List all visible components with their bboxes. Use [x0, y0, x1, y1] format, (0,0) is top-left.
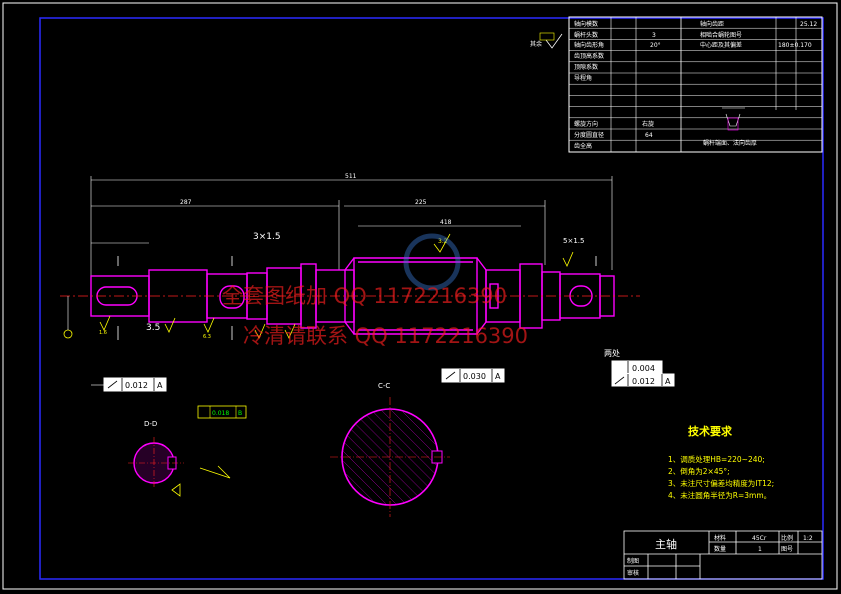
both-ends-label: 两处	[604, 348, 620, 358]
table-row-1-right: 轴向齿距	[700, 20, 724, 28]
table-row-2-label: 蜗杆头数	[574, 31, 598, 39]
section-hatch-line	[367, 415, 432, 480]
table-note: 蜗杆端面、法向齿厚	[703, 139, 757, 147]
key-sym-value: 0.018	[212, 410, 229, 417]
param-table: 轴向模数 轴向齿距 25.12 蜗杆头数 3 相啮合蜗轮图号 轴向齿形角 20°…	[568, 16, 823, 153]
left-runout-value: 0.012	[125, 381, 148, 390]
dimension-lines	[90, 176, 613, 290]
watermark-line-2: 冷清请联系 QQ 1172216390	[243, 324, 528, 348]
section-cc: C-C	[330, 382, 450, 517]
tech-req-item-2: 2、倒角为2×45°;	[668, 466, 730, 476]
table-row-3-right-value: 180±0.170	[778, 42, 812, 49]
dim-right-span: 225	[415, 199, 427, 206]
dim-step: 3.5	[146, 323, 160, 333]
table-row-8-value: 64	[645, 132, 653, 139]
qty-value: 1	[758, 546, 762, 553]
table-row-6-label: 导程角	[574, 74, 592, 82]
checked-label: 审核	[627, 569, 639, 577]
table-row-3-right: 中心距及其偏差	[700, 41, 742, 49]
datum-a-symbol	[63, 296, 73, 339]
frame-border	[39, 17, 824, 580]
section-hatch-line	[381, 410, 437, 466]
dim-overall: 511	[345, 173, 357, 180]
section-hatch-line	[361, 419, 428, 486]
tooth-profile-sketch	[722, 107, 745, 131]
roughness-63-label: 6.3	[203, 334, 211, 340]
material-label: 材料	[714, 534, 726, 542]
other-label: 其余	[530, 40, 542, 48]
table-row-9-label: 齿全高	[574, 142, 592, 150]
tech-req-item-1: 1、调质处理HB=220~240;	[668, 454, 765, 464]
section-hatch-line	[346, 473, 374, 501]
drawn-label: 制图	[627, 557, 639, 565]
tolerance-frame-right: 两处 0.004 0.012 A	[604, 348, 675, 387]
section-hatch-line	[344, 443, 404, 503]
roughness-other-mark: 其余	[530, 32, 563, 49]
title-block	[623, 530, 823, 580]
scale-value: 1:2	[803, 535, 813, 542]
dim-left-span: 287	[180, 199, 192, 206]
key-sym-datum: B	[238, 410, 242, 417]
section-markers	[117, 256, 597, 340]
table-row-5-label: 顶隙系数	[574, 63, 598, 71]
mid-runout-value: 0.030	[463, 372, 486, 381]
section-dd: D-D 0.018 B	[128, 405, 247, 497]
section-hatch-line	[390, 409, 438, 457]
tech-requirements: 技术要求 1、调质处理HB=220~240; 2、倒角为2×45°; 3、未注尺…	[668, 424, 774, 500]
mid-runout-datum: A	[495, 372, 501, 381]
table-row-1-label: 轴向模数	[574, 20, 598, 28]
roughness-32-label: 3.2	[438, 238, 448, 245]
table-row-1-right-value: 25.12	[800, 21, 817, 28]
right-cyl-value: 0.004	[632, 364, 655, 373]
tolerance-frame-middle: 0.030 A	[441, 368, 505, 383]
scale-label: 比例	[781, 534, 793, 542]
table-row-7-label: 螺旋方向	[574, 120, 598, 128]
table-row-7-value: 右旋	[642, 120, 654, 128]
table-row-3-value: 20°	[650, 42, 661, 49]
material-value: 45Cr	[752, 535, 767, 542]
dim-chamfer-2: 5×1.5	[563, 237, 584, 245]
tech-req-item-3: 3、未注尺寸偏差均精度为IT12;	[668, 478, 774, 488]
tech-req-item-4: 4、未注圆角半径为R=3mm。	[668, 490, 771, 500]
left-runout-datum: A	[157, 381, 163, 390]
table-row-2-right: 相啮合蜗轮图号	[700, 31, 742, 39]
section-hatch-line	[347, 435, 412, 500]
right-runout-value: 0.012	[632, 377, 655, 386]
dim-chamfer-1: 3×1.5	[253, 232, 281, 242]
dim-middle: 418	[440, 219, 452, 226]
section-dd-label: D-D	[144, 420, 157, 428]
section-hatch-line	[355, 424, 423, 492]
watermark-line-1: 全套图纸加 QQ 1172216390	[222, 284, 507, 308]
roughness-16-label: 1.6	[99, 330, 107, 336]
right-runout-datum: A	[665, 377, 671, 386]
table-row-2-value: 3	[652, 32, 656, 39]
part-name: 主轴	[655, 537, 677, 551]
tech-req-title: 技术要求	[688, 424, 733, 438]
watermark: 全套图纸加 QQ 1172216390 冷清请联系 QQ 1172216390	[222, 233, 528, 348]
section-hatch-line	[402, 411, 436, 445]
section-hatch-line	[343, 451, 396, 504]
table-row-4-label: 齿顶高系数	[574, 52, 604, 60]
section-hatch-line	[373, 412, 435, 474]
drawing-no-label: 图号	[781, 546, 793, 553]
section-hatch-line	[351, 429, 418, 496]
qty-label: 数量	[714, 545, 726, 553]
table-row-3-label: 轴向齿形角	[574, 41, 604, 49]
section-hatch-line	[343, 460, 387, 504]
roughness-symbols: 1.6 6.3 3.2	[99, 233, 574, 340]
table-row-8-label: 分度圆直径	[574, 131, 604, 139]
tolerance-frame-left: 0.012 A	[91, 377, 167, 392]
section-cc-label: C-C	[378, 382, 390, 390]
